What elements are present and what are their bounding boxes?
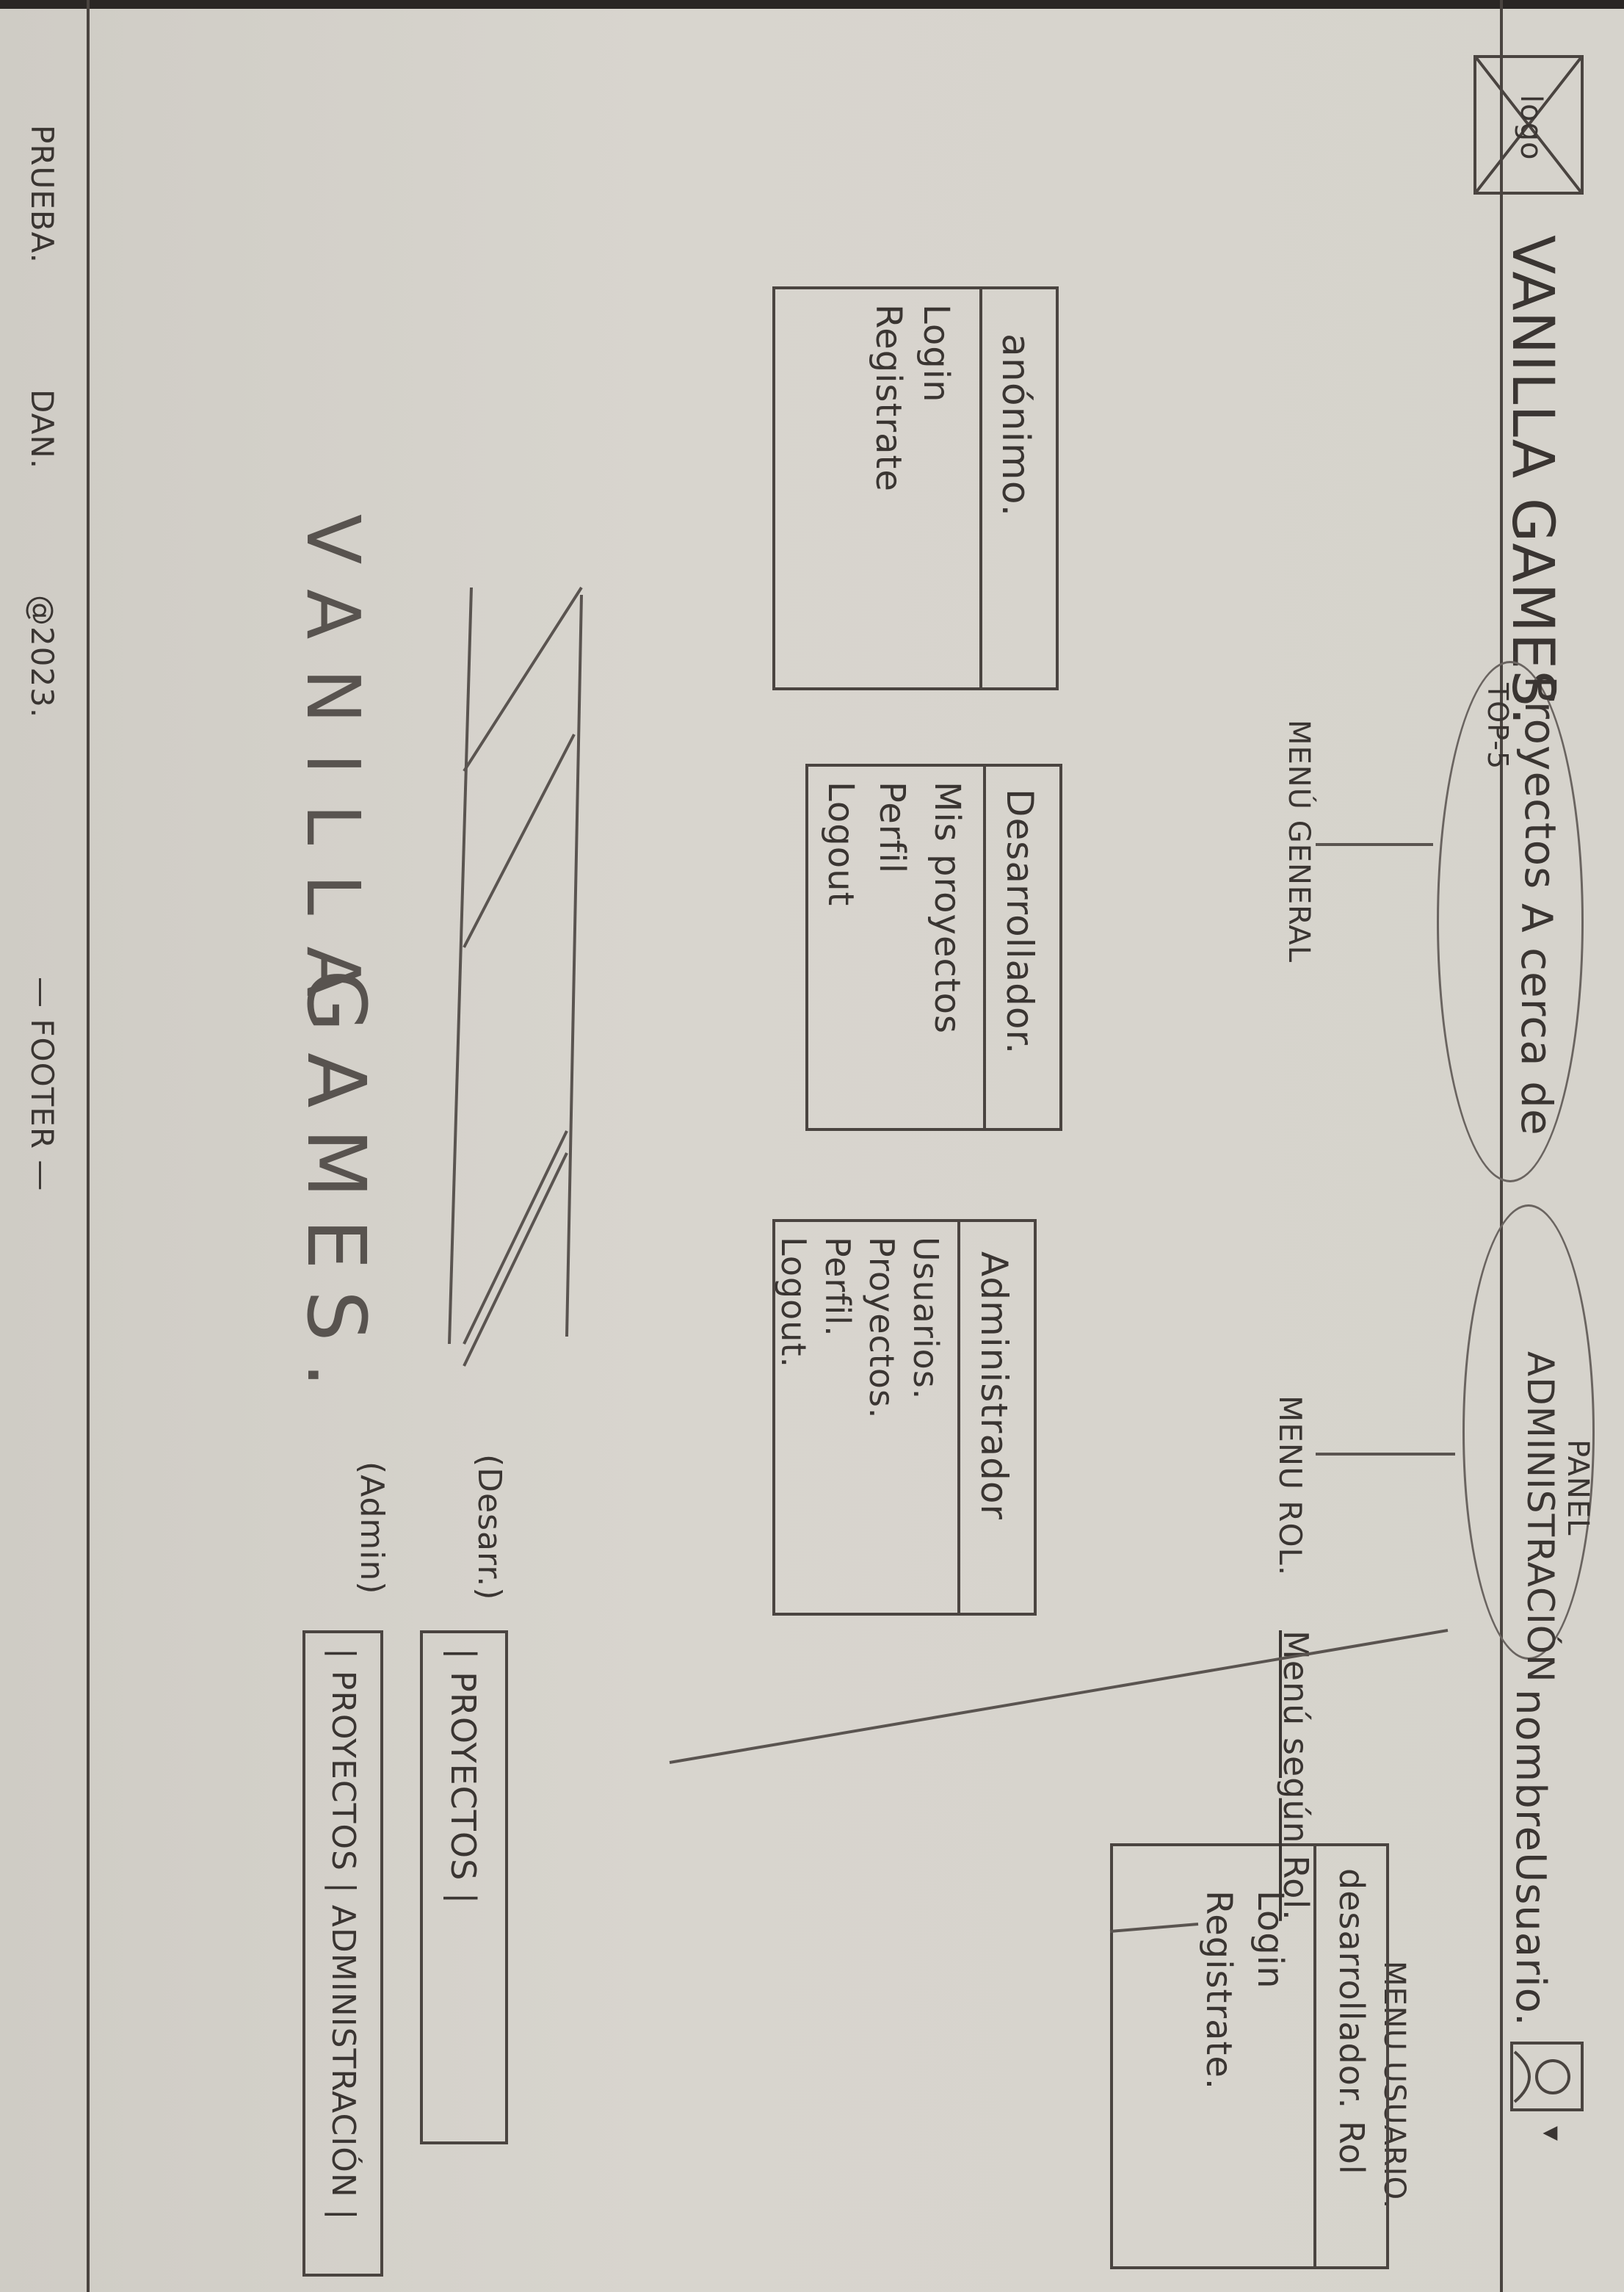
connector-line — [565, 594, 583, 1337]
top-edge — [0, 0, 1624, 9]
user-icon — [1513, 2050, 1570, 2103]
logo-placeholder[interactable]: logo — [1473, 55, 1584, 195]
connector-line — [463, 734, 576, 948]
avatar[interactable] — [1510, 2042, 1584, 2111]
connector-line — [669, 1629, 1449, 1764]
connector-line — [463, 1130, 568, 1345]
connector-line — [463, 586, 583, 773]
connector-line — [1109, 1923, 1199, 1933]
connector-line — [463, 1152, 568, 1367]
image-placeholder-icon — [1475, 57, 1582, 193]
connector-line — [448, 587, 473, 1345]
